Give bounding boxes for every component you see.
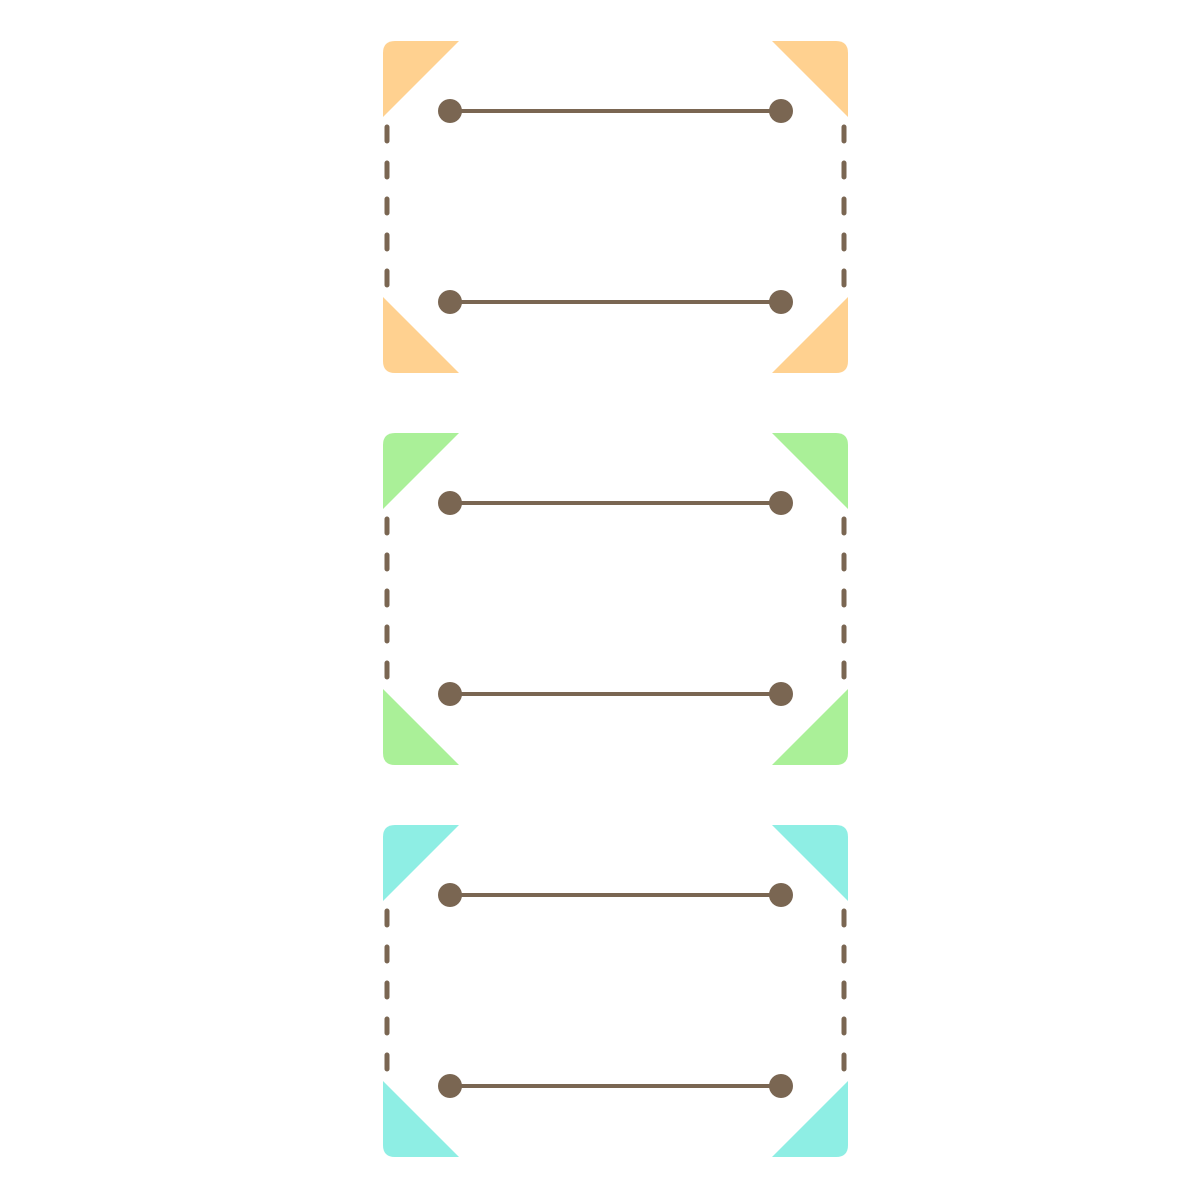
corner-bottom-left [383, 689, 459, 765]
connector-start-dot [438, 682, 462, 706]
corner-top-left [383, 433, 459, 509]
connector-start-dot [438, 290, 462, 314]
connector-start-dot [438, 491, 462, 515]
connector-end-dot [769, 883, 793, 907]
connector-line-1 [438, 491, 793, 515]
connector-line-2 [438, 682, 793, 706]
connector-end-dot [769, 682, 793, 706]
corner-bottom-right [772, 689, 848, 765]
connector-line-2 [438, 290, 793, 314]
corner-top-left [383, 41, 459, 117]
connector-start-dot [438, 99, 462, 123]
frame-1 [383, 41, 848, 373]
connector-end-dot [769, 99, 793, 123]
connector-start-dot [438, 883, 462, 907]
connector-end-dot [769, 290, 793, 314]
connector-line-1 [438, 883, 793, 907]
connector-line-1 [438, 99, 793, 123]
corner-bottom-right [772, 297, 848, 373]
corner-bottom-left [383, 297, 459, 373]
corner-top-right [772, 825, 848, 901]
connector-end-dot [769, 1074, 793, 1098]
corner-top-right [772, 41, 848, 117]
corner-bottom-right [772, 1081, 848, 1157]
corner-top-right [772, 433, 848, 509]
connector-end-dot [769, 491, 793, 515]
connector-line-2 [438, 1074, 793, 1098]
corner-top-left [383, 825, 459, 901]
frame-2 [383, 433, 848, 765]
connector-start-dot [438, 1074, 462, 1098]
corner-bottom-left [383, 1081, 459, 1157]
frame-3 [383, 825, 848, 1157]
